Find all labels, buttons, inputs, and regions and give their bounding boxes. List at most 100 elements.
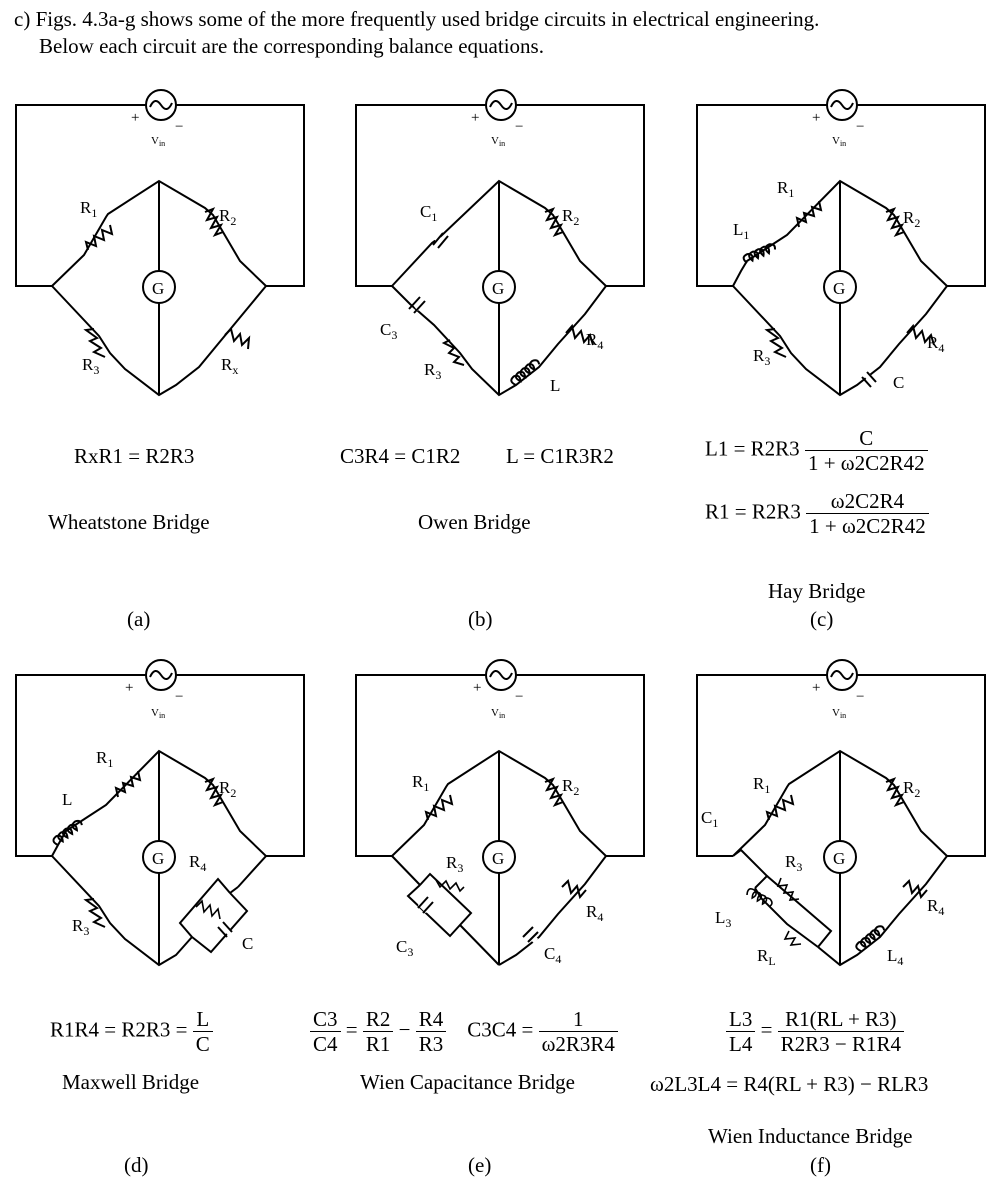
svg-text:+: + xyxy=(812,110,820,126)
ac-source-icon xyxy=(145,89,177,121)
svg-text:G: G xyxy=(833,279,845,298)
svg-text:R3: R3 xyxy=(72,916,89,938)
svg-text:+: + xyxy=(471,110,479,126)
svg-text:C3: C3 xyxy=(396,937,413,959)
equation-owen-2: L = C1R3R2 xyxy=(506,444,614,468)
svg-text:R4: R4 xyxy=(189,852,206,874)
name-wien-capacitance: Wien Capacitance Bridge xyxy=(360,1070,575,1094)
svg-text:G: G xyxy=(833,849,845,868)
svg-text:R2: R2 xyxy=(219,778,236,800)
galvanometer-icon xyxy=(142,840,176,874)
svg-text:+: + xyxy=(125,680,133,696)
name-owen: Owen Bridge xyxy=(418,510,531,534)
svg-text:R4: R4 xyxy=(586,902,603,924)
resistor-r1 xyxy=(765,794,795,821)
equation-owen-1: C3R4 = C1R2 xyxy=(340,444,461,468)
svg-text:R1: R1 xyxy=(96,748,113,770)
svg-text:G: G xyxy=(152,849,164,868)
svg-text:−: − xyxy=(515,689,523,705)
svg-text:L3: L3 xyxy=(715,908,731,930)
svg-text:R2: R2 xyxy=(562,206,579,228)
ac-source-icon xyxy=(826,659,858,691)
svg-text:L4: L4 xyxy=(887,946,903,968)
resistor-r4 xyxy=(565,323,594,346)
caption-a: (a) xyxy=(127,607,151,631)
svg-text:R4: R4 xyxy=(927,896,944,918)
svg-text:R4: R4 xyxy=(586,330,603,352)
capacitor-c3 xyxy=(408,296,426,314)
svg-text:R3: R3 xyxy=(82,355,99,377)
resistor-r2 xyxy=(544,207,564,237)
source-plus: + xyxy=(131,110,139,126)
inductor-l xyxy=(52,819,83,846)
svg-text:R1: R1 xyxy=(777,178,794,200)
capacitor-c4 xyxy=(522,926,539,944)
resistor-r3 xyxy=(83,898,106,928)
circuit-wheatstone: + − Vin G R1 R2 R3 Rx xyxy=(15,89,305,397)
svg-text:C: C xyxy=(242,934,253,953)
resistor-r3 xyxy=(441,339,465,366)
resistor-r2 xyxy=(204,207,224,237)
circuit-wien-capacitance: + − Vin G R1 R2 R3 C3 R4 C4 xyxy=(355,659,645,966)
name-hay: Hay Bridge xyxy=(768,579,866,603)
ac-source-icon xyxy=(145,659,177,691)
inductor-l1 xyxy=(742,243,776,264)
svg-text:R2: R2 xyxy=(903,208,920,230)
ac-source-icon xyxy=(485,659,517,691)
caption-d: (d) xyxy=(124,1153,149,1177)
equation-wien-ind-2: ω2L3L4 = R4(RL + R3) − RLR3 xyxy=(650,1072,929,1096)
svg-text:G: G xyxy=(152,279,164,298)
svg-text:G: G xyxy=(492,849,504,868)
resistor-r2 xyxy=(885,777,905,807)
svg-text:Vin: Vin xyxy=(151,135,165,148)
svg-text:R3: R3 xyxy=(424,360,441,382)
galvanometer-icon xyxy=(482,270,516,304)
svg-text:+: + xyxy=(812,680,820,696)
resistor-r4 xyxy=(561,879,587,900)
inductor-l4 xyxy=(855,925,886,952)
resistor-r1 xyxy=(795,200,823,228)
equation-wheatstone: RxR1 = R2R3 xyxy=(74,444,195,468)
svg-text:Vin: Vin xyxy=(151,707,165,720)
resistor-r2 xyxy=(885,207,905,237)
svg-text:C: C xyxy=(893,373,904,392)
caption-e: (e) xyxy=(468,1153,492,1177)
galvanometer-icon xyxy=(142,270,176,304)
resistor-r1 xyxy=(424,794,454,821)
svg-text:−: − xyxy=(175,689,183,705)
svg-text:−: − xyxy=(856,689,864,705)
name-wheatstone: Wheatstone Bridge xyxy=(48,510,210,534)
galvanometer-icon xyxy=(823,270,857,304)
source-minus: − xyxy=(175,119,183,135)
svg-text:C1: C1 xyxy=(701,808,718,830)
svg-text:G: G xyxy=(492,279,504,298)
ac-source-icon xyxy=(826,89,858,121)
galvanometer-icon xyxy=(482,840,516,874)
svg-text:L1: L1 xyxy=(733,220,749,242)
svg-text:R3: R3 xyxy=(785,852,802,874)
parallel-r4-c xyxy=(178,877,249,954)
svg-text:C3: C3 xyxy=(380,320,397,342)
resistor-r1 xyxy=(84,224,114,251)
svg-text:−: − xyxy=(515,119,523,135)
intro-line-2: Below each circuit are the corresponding… xyxy=(39,34,544,58)
inductor-l xyxy=(510,359,541,386)
resistor-r2 xyxy=(204,777,224,807)
svg-text:C4: C4 xyxy=(544,944,561,966)
resistor-r1 xyxy=(114,770,142,798)
svg-text:R2: R2 xyxy=(562,776,579,798)
circuit-owen: + − Vin G C1 R2 C3 R3 R4 L xyxy=(355,89,645,397)
caption-c: (c) xyxy=(810,607,834,631)
parallel-r3-c3 xyxy=(406,872,473,938)
svg-text:Vin: Vin xyxy=(491,135,505,148)
svg-text:R4: R4 xyxy=(927,333,944,355)
svg-text:R1: R1 xyxy=(412,772,429,794)
caption-f: (f) xyxy=(810,1153,831,1177)
resistor-r3 xyxy=(83,328,106,358)
ac-source-icon xyxy=(485,89,517,121)
name-wien-inductance: Wien Inductance Bridge xyxy=(708,1124,913,1148)
